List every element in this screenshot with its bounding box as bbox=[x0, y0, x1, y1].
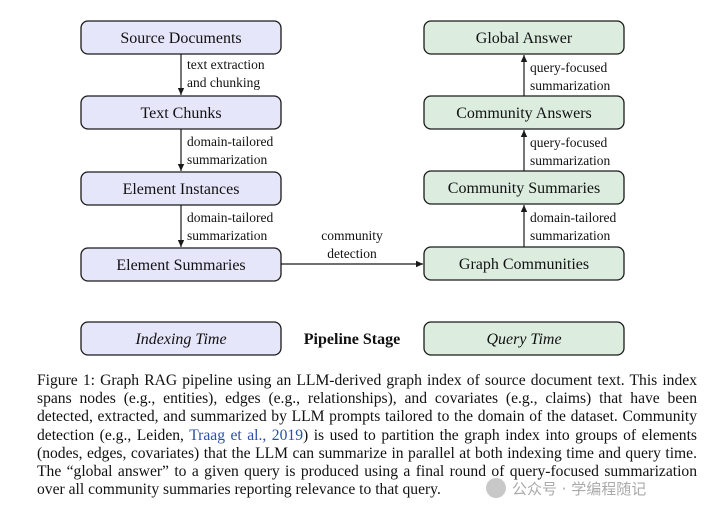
edge-label-domain-tailored-c: domain-tailored summarization bbox=[530, 210, 616, 243]
caption-text-part1: Figure 1: Graph RAG pipeline using an LL… bbox=[37, 372, 697, 444]
box-label-community-summaries: Community Summaries bbox=[448, 180, 600, 197]
edge-label-line: text extraction bbox=[187, 57, 265, 72]
watermark: 公众号 · 学编程随记 bbox=[486, 476, 716, 500]
box-label-community-answers: Community Answers bbox=[456, 105, 592, 122]
box-element-instances: Element Instances bbox=[80, 171, 282, 206]
edge-label-line: community bbox=[321, 228, 383, 243]
box-element-summaries: Element Summaries bbox=[80, 247, 282, 282]
box-label-element-instances: Element Instances bbox=[123, 181, 240, 198]
edge-label-line: detection bbox=[327, 246, 377, 261]
edge-label-domain-tailored-a: domain-tailored summarization bbox=[187, 134, 273, 167]
edge-label-line: summarization bbox=[530, 153, 610, 168]
edge-label-line: domain-tailored bbox=[187, 210, 273, 225]
figure-caption: Figure 1: Graph RAG pipeline using an LL… bbox=[37, 372, 697, 499]
edge-label-line: summarization bbox=[530, 228, 610, 243]
edge-label-query-focused-b: query-focused summarization bbox=[530, 60, 610, 93]
watermark-text: 公众号 · 学编程随记 bbox=[512, 479, 647, 498]
box-community-summaries: Community Summaries bbox=[423, 170, 625, 205]
box-graph-communities: Graph Communities bbox=[423, 246, 625, 281]
box-source-documents: Source Documents bbox=[80, 20, 282, 55]
box-label-text-chunks: Text Chunks bbox=[140, 105, 221, 122]
box-global-answer: Global Answer bbox=[423, 20, 625, 55]
box-community-answers: Community Answers bbox=[423, 95, 625, 130]
edge-label-line: domain-tailored bbox=[187, 134, 273, 149]
legend-pipeline-stage: Pipeline Stage bbox=[304, 331, 400, 348]
edge-label-domain-tailored-b: domain-tailored summarization bbox=[187, 210, 273, 243]
legend-query-time: Query Time bbox=[423, 321, 625, 356]
box-label-source-documents: Source Documents bbox=[120, 30, 241, 47]
edge-label-line: summarization bbox=[530, 78, 610, 93]
box-label-global-answer: Global Answer bbox=[476, 30, 573, 47]
edge-label-line: domain-tailored bbox=[530, 210, 616, 225]
wechat-icon bbox=[486, 478, 506, 498]
edge-label-line: query-focused bbox=[530, 60, 607, 75]
box-text-chunks: Text Chunks bbox=[80, 95, 282, 130]
edge-label-community-detection: community detection bbox=[321, 228, 383, 261]
edge-label-line: summarization bbox=[187, 228, 267, 243]
edge-label-text-extraction: text extraction and chunking bbox=[187, 57, 265, 90]
box-label-element-summaries: Element Summaries bbox=[116, 257, 245, 274]
caption-citation-link[interactable]: Traag et al., 2019 bbox=[189, 426, 303, 444]
edge-label-line: summarization bbox=[187, 152, 267, 167]
legend-label-indexing-time: Indexing Time bbox=[134, 331, 226, 348]
pipeline-diagram: Source Documents Text Chunks Element Ins… bbox=[80, 20, 625, 356]
edge-label-line: and chunking bbox=[187, 75, 260, 90]
caption-text-part2: ) is used to partition the graph index i… bbox=[37, 426, 697, 499]
box-label-graph-communities: Graph Communities bbox=[459, 256, 589, 273]
legend-indexing-time: Indexing Time bbox=[80, 321, 282, 356]
edge-label-query-focused-a: query-focused summarization bbox=[530, 135, 610, 168]
legend-label-query-time: Query Time bbox=[486, 331, 561, 348]
edge-label-line: query-focused bbox=[530, 135, 607, 150]
